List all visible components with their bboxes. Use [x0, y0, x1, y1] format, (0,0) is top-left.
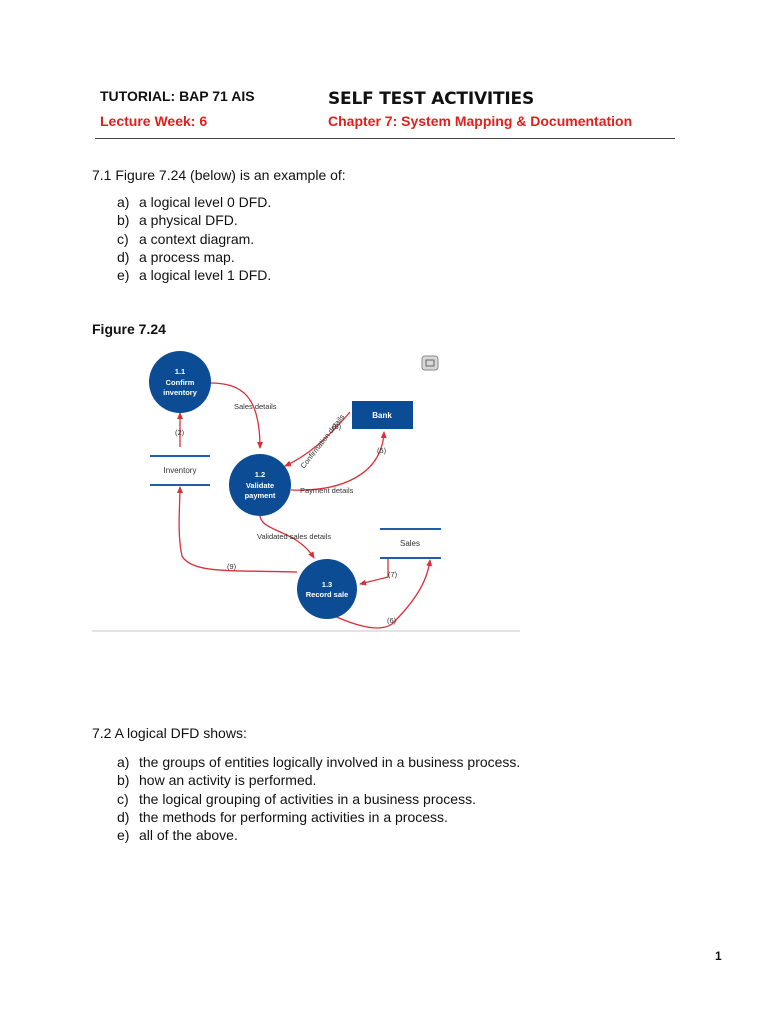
- option-letter: e): [117, 267, 130, 284]
- flow-payment-details: [290, 431, 387, 491]
- option-text: a context diagram.: [139, 230, 255, 247]
- option-letter: a): [117, 194, 130, 210]
- flow-label-7: (7): [388, 570, 398, 579]
- option-b: b) how an activity is performed.: [117, 771, 520, 789]
- data-store-inventory: Inventory: [150, 455, 210, 486]
- flow-validated-sales: [259, 515, 315, 559]
- process-label: Validate: [246, 481, 274, 490]
- option-text: a process map.: [139, 248, 235, 265]
- question-2-options: a) the groups of entities logically invol…: [117, 753, 520, 844]
- option-e: e) all of the above.: [117, 826, 520, 844]
- header-divider: [95, 138, 675, 139]
- flow-label-6-sales: (6): [387, 616, 397, 625]
- option-e: e) a logical level 1 DFD.: [117, 266, 271, 284]
- option-text: a logical level 0 DFD.: [139, 194, 272, 210]
- process-number: 1.3: [322, 580, 332, 589]
- flow-7: [359, 559, 389, 586]
- question-2-text: 7.2 A logical DFD shows:: [92, 725, 247, 741]
- option-d: d) a process map.: [117, 248, 271, 266]
- flow-label-5: (5): [377, 446, 387, 455]
- flow-label-2: (2): [175, 428, 185, 437]
- option-text: all of the above.: [139, 827, 238, 844]
- process-label: inventory: [163, 388, 198, 397]
- option-d: d) the methods for performing activities …: [117, 808, 520, 826]
- process-1-2: 1.2 Validate payment: [229, 454, 291, 516]
- option-letter: b): [117, 212, 130, 229]
- flow-label-validated-sales: Validated sales details: [257, 532, 331, 541]
- option-a: a) a logical level 0 DFD.: [117, 193, 271, 211]
- process-label: Confirm: [166, 378, 195, 387]
- page-number: 1: [715, 949, 722, 963]
- chapter-title: Chapter 7: System Mapping & Documentatio…: [328, 113, 633, 129]
- store-label-sales: Sales: [400, 539, 420, 548]
- process-label: payment: [245, 491, 276, 500]
- flow-9: [176, 486, 298, 573]
- option-text: a logical level 1 DFD.: [139, 267, 272, 284]
- question-1-options: a) a logical level 0 DFD. b) a physical DF…: [117, 193, 271, 284]
- external-entity-bank: Bank: [352, 401, 413, 429]
- process-label: Record sale: [306, 590, 349, 599]
- option-text: how an activity is performed.: [139, 772, 317, 789]
- data-store-sales: Sales: [380, 528, 441, 559]
- option-letter: d): [117, 248, 130, 265]
- flow-label-sales-details: Sales details: [234, 402, 277, 411]
- flow-label-9: (9): [227, 562, 237, 571]
- option-text: the groups of entities logically involve…: [139, 754, 521, 770]
- option-letter: c): [117, 230, 129, 247]
- process-number: 1.2: [255, 470, 265, 479]
- option-letter: c): [117, 790, 129, 807]
- figure-label: Figure 7.24: [92, 321, 166, 337]
- lecture-week: Lecture Week: 6: [100, 113, 208, 129]
- flow-confirmation-details: [284, 411, 351, 467]
- option-letter: e): [117, 827, 130, 844]
- flow-6-sales: [329, 559, 433, 629]
- option-text: a physical DFD.: [139, 212, 238, 229]
- flow-sales-details: [209, 382, 263, 449]
- process-number: 1.1: [175, 367, 185, 376]
- page-title: SELF TEST ACTIVITIES: [328, 89, 535, 109]
- tutorial-heading: TUTORIAL: BAP 71 AIS: [100, 88, 255, 104]
- process-1-1: 1.1 Confirm inventory: [149, 351, 211, 413]
- option-b: b) a physical DFD.: [117, 211, 271, 229]
- flow-label-6-bank: (6): [332, 422, 342, 431]
- flow-label-payment-details: Payment details: [300, 486, 354, 495]
- option-c: c) a context diagram.: [117, 230, 271, 248]
- expand-icon[interactable]: [421, 355, 439, 371]
- option-a: a) the groups of entities logically invol…: [117, 753, 520, 771]
- option-letter: b): [117, 772, 130, 789]
- option-text: the methods for performing activities in…: [139, 808, 448, 825]
- process-1-3: 1.3 Record sale: [297, 559, 357, 619]
- entity-label-bank: Bank: [372, 411, 392, 420]
- option-letter: d): [117, 808, 130, 825]
- option-c: c) the logical grouping of activities in …: [117, 790, 520, 808]
- question-1-text: 7.1 Figure 7.24 (below) is an example of…: [92, 167, 346, 183]
- option-letter: a): [117, 754, 130, 770]
- store-label-inventory: Inventory: [164, 466, 197, 475]
- dfd-diagram: Inventory Sales Bank 1.1 Confirm invento…: [92, 344, 522, 634]
- option-text: the logical grouping of activities in a …: [139, 790, 476, 807]
